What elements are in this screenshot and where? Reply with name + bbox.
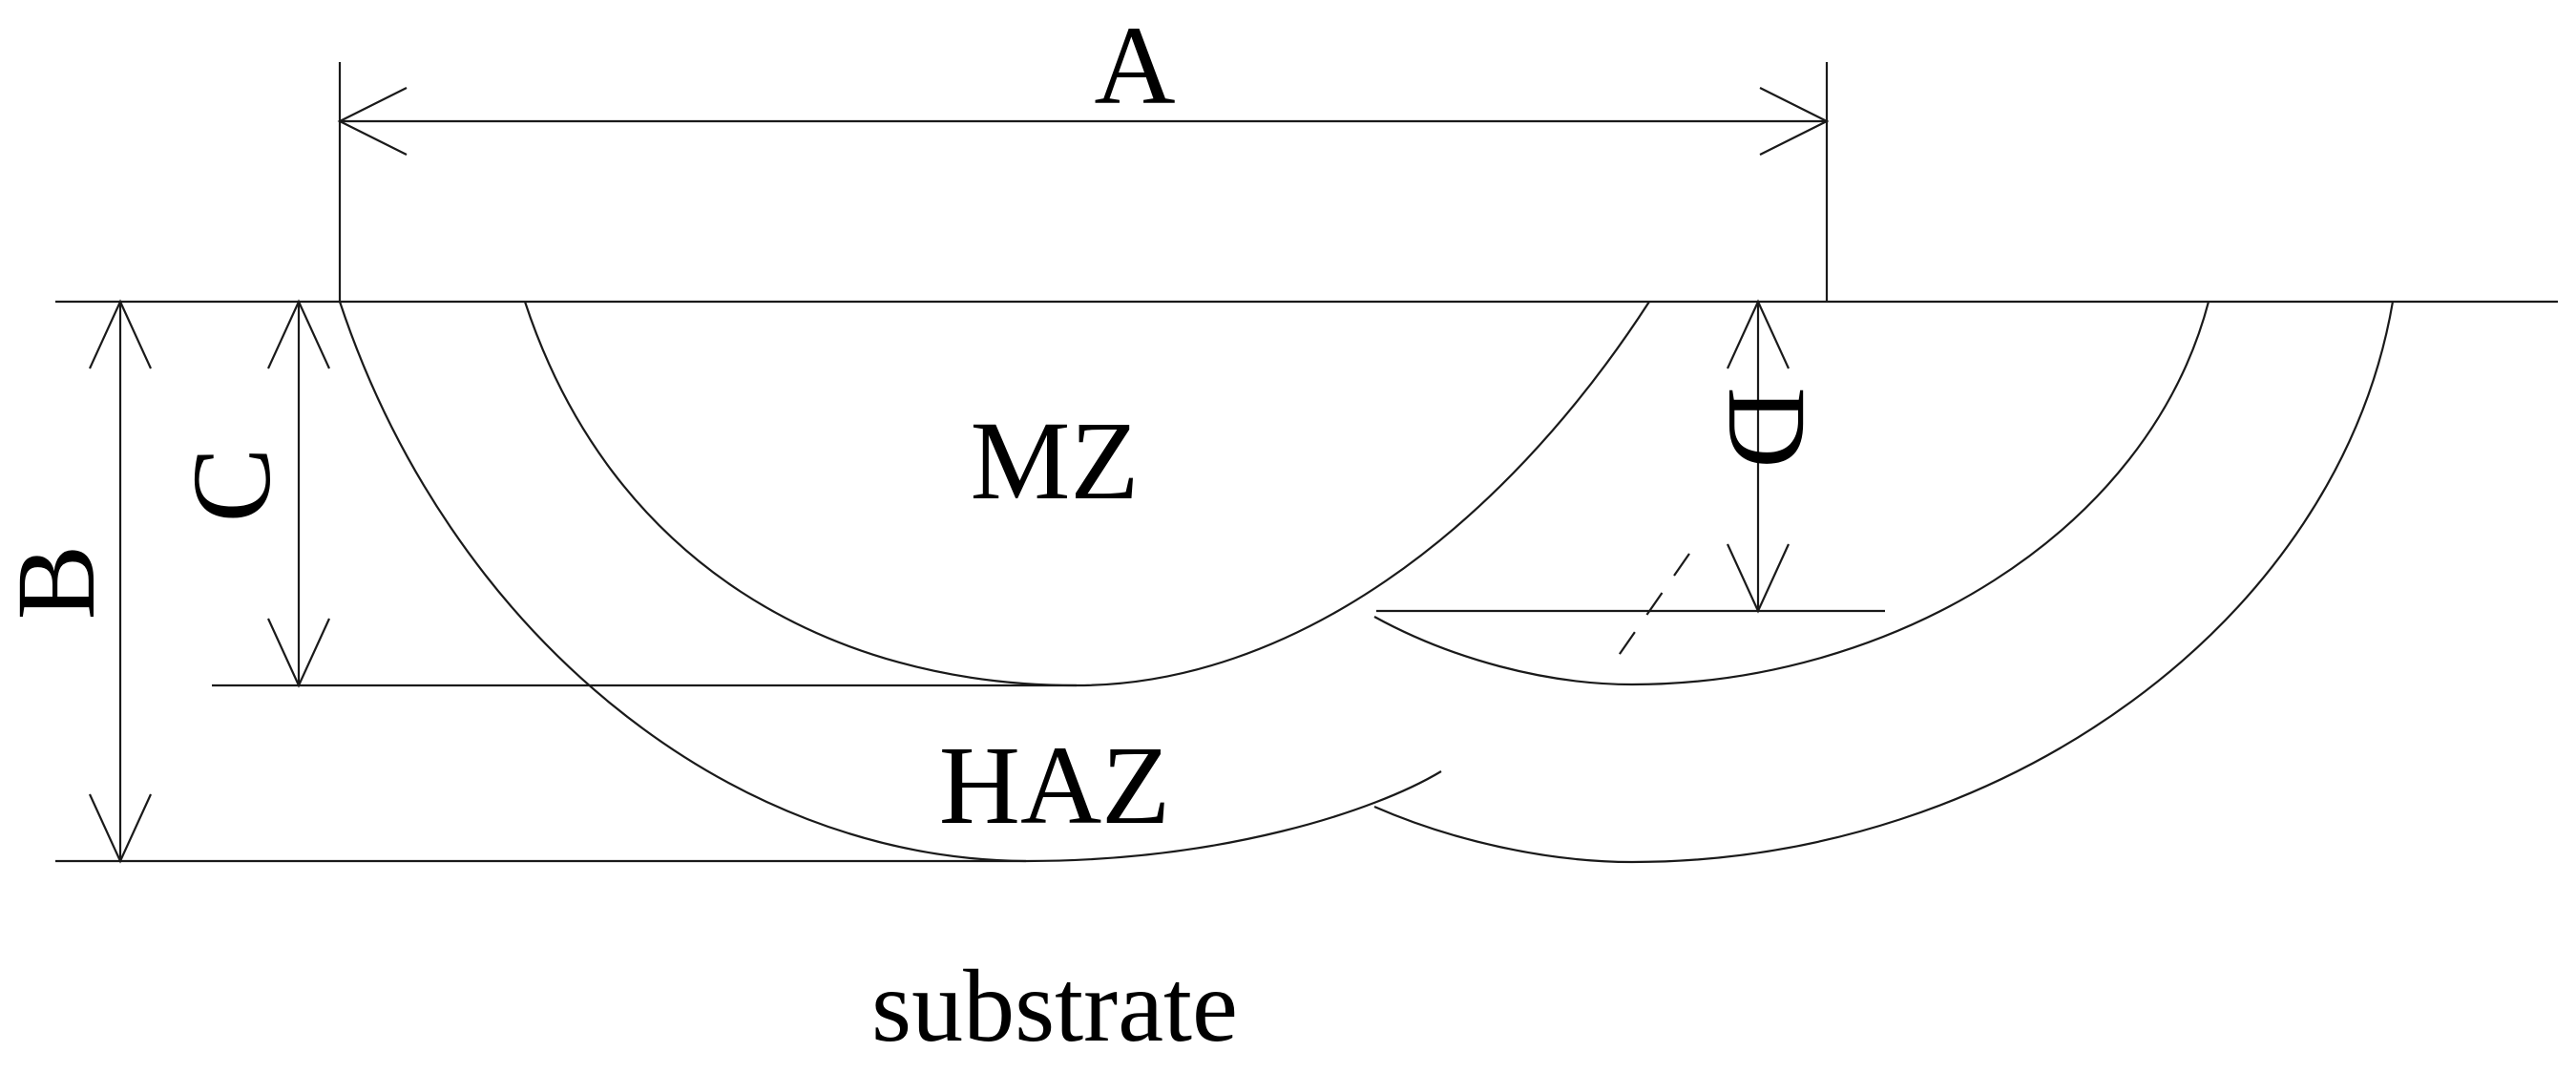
dim-c-arrow-bottom xyxy=(266,618,331,688)
haz-boundary-left xyxy=(338,301,1442,863)
label-haz: HAZ xyxy=(939,723,1171,848)
label-c: C xyxy=(169,448,294,523)
haz-boundary-right xyxy=(1373,301,2395,864)
dim-d-arrow-top xyxy=(1726,299,1791,369)
mz-boundary-right xyxy=(1373,301,2210,686)
label-a: A xyxy=(1094,3,1175,128)
dim-c-arrow-top xyxy=(266,299,331,369)
hidden-melt-boundary xyxy=(1612,553,1690,664)
dim-a-arrow-left xyxy=(337,87,408,156)
label-substrate: substrate xyxy=(871,950,1238,1063)
dim-a-arrow-right xyxy=(1759,87,1830,156)
dim-b-arrow-bottom xyxy=(88,793,153,864)
dim-d-arrow-bottom xyxy=(1726,543,1791,614)
label-mz: MZ xyxy=(971,398,1140,523)
label-b: B xyxy=(0,545,118,621)
label-d: D xyxy=(1705,387,1830,468)
dim-b-arrow-top xyxy=(88,299,153,369)
